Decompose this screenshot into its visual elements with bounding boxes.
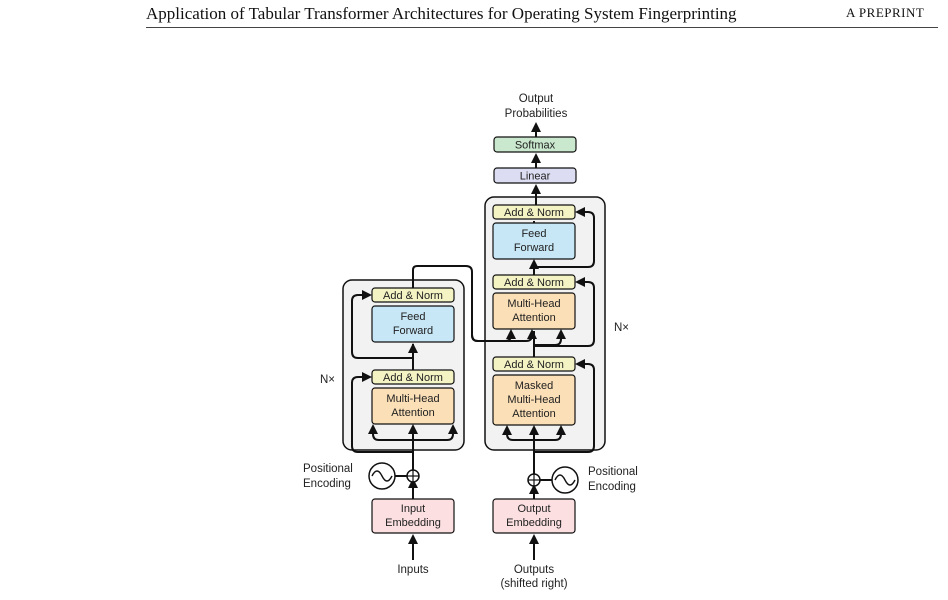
decoder-positional-label-1: Positional — [588, 466, 638, 478]
decoder-masked-attention-label-3: Attention — [512, 408, 555, 420]
softmax-label: Softmax — [515, 140, 556, 152]
output-embedding-box — [492, 498, 576, 534]
encoder-add-norm-1-label: Add & Norm — [383, 372, 443, 384]
encoder-feed-forward — [371, 305, 455, 343]
output-embedding-label-1: Output — [517, 503, 550, 515]
encoder-nx-label: N× — [320, 374, 335, 386]
decoder-masked-attention-label-1: Masked — [515, 380, 554, 392]
decoder-add-norm-3-label: Add & Norm — [504, 207, 564, 219]
encoder-self-attention-label-2: Attention — [391, 407, 434, 419]
output-probabilities-label-2: Probabilities — [505, 108, 568, 120]
preprint-label: A PREPRINT — [846, 5, 925, 20]
running-title: Application of Tabular Transformer Archi… — [146, 4, 737, 23]
input-embedding-label-2: Embedding — [385, 517, 441, 529]
outputs-label-1: Outputs — [514, 564, 555, 576]
decoder-add-norm-2-label: Add & Norm — [504, 277, 564, 289]
header-rule — [146, 27, 938, 28]
encoder-self-attention-label-1: Multi-Head — [386, 393, 439, 405]
decoder-nx-label: N× — [614, 322, 629, 334]
encoder-positional-label-2: Encoding — [303, 478, 351, 490]
decoder-masked-attention-label-2: Multi-Head — [507, 394, 560, 406]
decoder-add-norm-1-label: Add & Norm — [504, 359, 564, 371]
decoder-feed-forward-label-2: Forward — [514, 242, 554, 254]
decoder-feed-forward-label-1: Feed — [521, 228, 546, 240]
decoder-cross-attention-label-2: Attention — [512, 312, 555, 324]
input-embedding-box — [371, 498, 455, 534]
encoder-feed-forward-label-2: Forward — [393, 325, 433, 337]
outputs-label-2: (shifted right) — [500, 578, 567, 590]
input-embedding-label-1: Input — [401, 503, 425, 515]
output-embedding-label-2: Embedding — [506, 517, 562, 529]
softmax-box — [493, 136, 577, 153]
linear-label: Linear — [520, 171, 551, 183]
decoder-cross-attention-label-1: Multi-Head — [507, 298, 560, 310]
page-header: Application of Tabular Transformer Archi… — [146, 0, 948, 36]
decoder-positional-label-2: Encoding — [588, 481, 636, 493]
encoder-feed-forward-label-1: Feed — [400, 311, 425, 323]
inputs-label: Inputs — [397, 564, 429, 576]
output-probabilities-label-1: Output — [519, 93, 554, 105]
linear-box — [493, 167, 577, 184]
encoder-add-norm-2-label: Add & Norm — [383, 290, 443, 302]
encoder-positional-label-1: Positional — [303, 463, 353, 475]
